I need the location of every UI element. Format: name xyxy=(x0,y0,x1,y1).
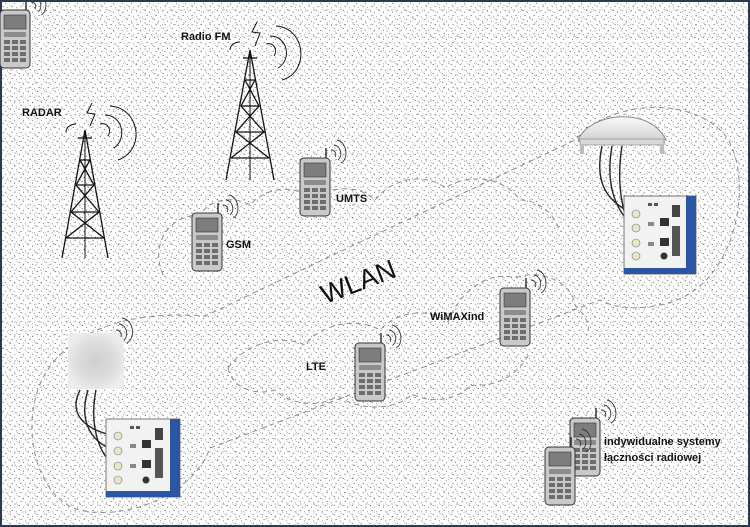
individual-label-line1: indywidualne systemy xyxy=(604,436,722,448)
umts-label: UMTS xyxy=(336,193,367,205)
dome-antenna-icon xyxy=(577,116,667,154)
wlan-boundary xyxy=(31,107,740,513)
industrial-router-right-icon xyxy=(623,195,697,275)
gsm-label: GSM xyxy=(226,239,251,251)
mobile-phone-icon xyxy=(0,0,47,69)
radio-fm-tower-icon xyxy=(225,49,275,181)
cloud-lower xyxy=(227,274,589,369)
lte-label: LTE xyxy=(306,361,326,373)
radio-fm-waves-icon xyxy=(229,21,302,81)
individual-label-line2: łączności radiowej xyxy=(604,452,701,464)
radio-fm-label: Radio FM xyxy=(181,31,231,43)
wimaxind-label: WiMAXind xyxy=(430,311,484,323)
panel-antenna-icon xyxy=(68,317,133,389)
radar-waves-icon xyxy=(65,102,137,161)
radar-label: RADAR xyxy=(22,107,62,119)
radar-tower-icon xyxy=(61,129,109,259)
industrial-router-left-icon xyxy=(105,418,181,498)
